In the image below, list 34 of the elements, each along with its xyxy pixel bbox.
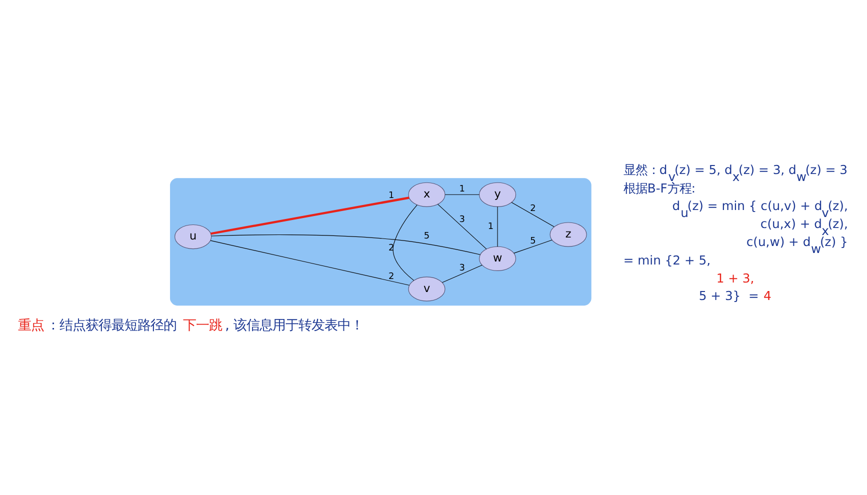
label: 5 + 3} = bbox=[698, 288, 759, 303]
edge-label: 2 bbox=[388, 271, 394, 282]
edge-label: 3 bbox=[459, 262, 466, 273]
label: , 该信息用于转发表中！ bbox=[225, 317, 364, 334]
label: ：结点获得最短路径的 bbox=[46, 317, 176, 334]
connector bbox=[514, 239, 552, 253]
connector bbox=[210, 240, 410, 285]
connector bbox=[211, 234, 480, 254]
connector bbox=[392, 204, 418, 280]
edge-label: 1 bbox=[488, 221, 494, 232]
edge-label: 1 bbox=[459, 184, 466, 194]
label: 下一跳 bbox=[182, 317, 222, 334]
node-ellipse: v bbox=[408, 276, 446, 301]
connector bbox=[497, 206, 498, 246]
label: 1 + 3, bbox=[716, 271, 754, 286]
edge-label: 5 bbox=[530, 236, 536, 246]
label: 根据B-F方程: bbox=[623, 181, 696, 196]
edge-label: 5 bbox=[424, 230, 430, 241]
node-ellipse: z bbox=[550, 222, 587, 246]
connector bbox=[442, 264, 482, 282]
edge-label: 3 bbox=[459, 214, 466, 225]
node-ellipse: w bbox=[479, 246, 516, 270]
node-ellipse: u bbox=[174, 224, 212, 249]
label: = min {2 + 5, bbox=[623, 253, 711, 268]
node-ellipse: x bbox=[408, 182, 446, 206]
connector bbox=[437, 203, 487, 249]
label: 4 bbox=[764, 288, 772, 303]
connector bbox=[210, 196, 410, 234]
edge-label: 2 bbox=[530, 203, 536, 214]
label: 重点 bbox=[18, 317, 44, 334]
cluster bbox=[170, 178, 592, 306]
connector bbox=[511, 202, 554, 226]
edge-label: 1 bbox=[388, 190, 394, 200]
node-ellipse: y bbox=[479, 182, 516, 206]
